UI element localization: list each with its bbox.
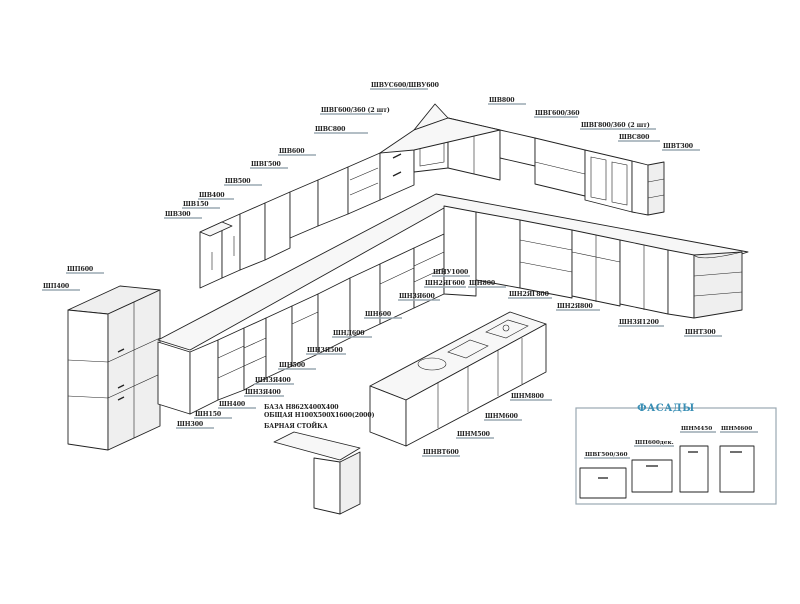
callout-labels: ШВУС600/ШВУ600 ШВГ600/360 (2 шт) ШВ800 Ш… xyxy=(42,82,722,457)
facade-label-2: ШНМ450 xyxy=(681,426,712,432)
label-shn3ya500: ШН3Я500 xyxy=(307,347,343,354)
wall-cabinets xyxy=(199,103,665,289)
label-shnm600: ШНМ600 xyxy=(485,413,519,420)
label-shvg500: ШВГ500 xyxy=(251,161,281,168)
facade-label-1: ШП600дек. xyxy=(635,440,674,446)
label-shn500: ШН500 xyxy=(279,362,306,369)
facades-panel: ФАСАДЫ ШВГ500/360 ШП600дек. ШНМ450 ШНМ60… xyxy=(575,403,777,505)
label-shn2yag800: ШН2ЯГ800 xyxy=(509,291,550,298)
label-shnm500: ШНМ500 xyxy=(457,431,491,438)
label-shn300: ШН300 xyxy=(177,421,204,428)
base-cabinets xyxy=(157,193,749,415)
label-shnt300: ШНТ300 xyxy=(685,329,716,336)
label-shv600: ШВ600 xyxy=(279,148,305,155)
label-shv500: ШВ500 xyxy=(225,178,251,185)
label-base-line1: БАЗА Н862Х400Х400 xyxy=(264,404,339,411)
label-shn2yag600: ШН2ЯГ600 xyxy=(425,280,466,287)
facade-label-0: ШВГ500/360 xyxy=(585,452,628,458)
label-shn2ya800: ШН2Я800 xyxy=(557,303,593,310)
label-shn400: ШН400 xyxy=(219,401,246,408)
label-shn3ya1200: ШН3Я1200 xyxy=(619,319,660,326)
bar-counter xyxy=(273,431,361,515)
label-shv150: ШВ150 xyxy=(183,201,209,208)
label-shvg800-360-2: ШВГ800/360 (2 шт) xyxy=(581,122,650,129)
label-shp600: ШП600 xyxy=(67,266,94,273)
label-shn3ya400: ШН3Я400 xyxy=(255,377,291,384)
label-shnd600: ШНД600 xyxy=(333,330,365,337)
label-shvg600-360-2: ШВГ600/360 (2 шт) xyxy=(321,107,390,114)
label-bar-counter: БАРНАЯ СТОЙКА xyxy=(264,422,328,430)
label-shn800: ШН800 xyxy=(469,280,496,287)
facade-label-3: ШНМ600 xyxy=(721,426,752,432)
label-shn3ya400b: ШН3Я400 xyxy=(245,389,281,396)
tall-cabinet xyxy=(67,285,161,451)
island xyxy=(369,311,547,447)
label-shvt300: ШВТ300 xyxy=(663,143,694,150)
label-shvs800: ШВС800 xyxy=(315,126,346,133)
label-shv800: ШВ800 xyxy=(489,97,515,104)
label-shp400: ШП400 xyxy=(43,283,70,290)
label-shnvt600: ШНВТ600 xyxy=(423,449,460,456)
label-shvg600-360: ШВГ600/360 xyxy=(535,110,580,117)
label-shn600: ШН600 xyxy=(365,311,392,318)
label-shnu1000: ШНУ1000 xyxy=(433,269,469,276)
label-base-line2: ОБЩАЯ Н100Х500Х1600(2000) xyxy=(264,412,375,419)
facades-title: ФАСАДЫ xyxy=(637,403,695,414)
label-shvs800-right: ШВС800 xyxy=(619,134,650,141)
label-shv400: ШВ400 xyxy=(199,192,225,199)
label-shn3ya600: ШН3Я600 xyxy=(399,293,435,300)
label-shn150: ШН150 xyxy=(195,411,222,418)
label-shv300: ШВ300 xyxy=(165,211,191,218)
label-shnm800: ШНМ800 xyxy=(511,393,545,400)
label-shvus600: ШВУС600/ШВУ600 xyxy=(371,82,440,89)
